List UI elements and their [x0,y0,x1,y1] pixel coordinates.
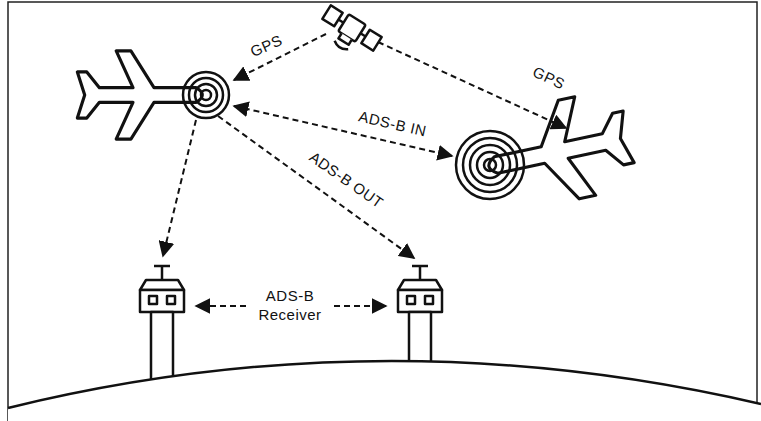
signal-label: ADS-B IN [354,107,429,142]
signal-label: ADS-B Receiver [251,287,329,325]
radio-rings [183,72,229,118]
ground-line [8,361,761,408]
signal-label: GPS [245,30,287,62]
satellite [314,4,382,64]
signal-label: GPS [527,62,569,95]
signal-label: ADS-B OUT [304,146,389,213]
radio-rings [456,131,524,199]
ground-fill [8,361,761,421]
signal-arrows [163,34,566,306]
frame [8,2,757,421]
